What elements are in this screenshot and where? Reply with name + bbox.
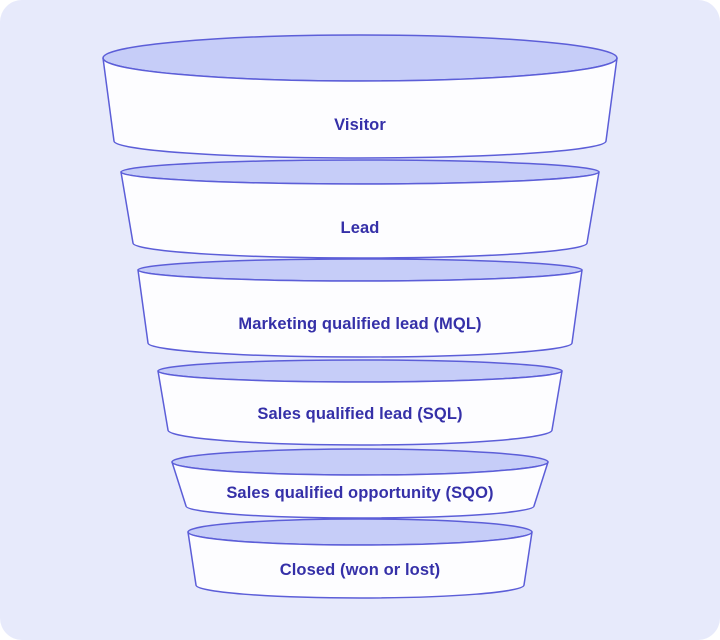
stage-label: Visitor bbox=[334, 116, 386, 134]
stage-label: Sales qualified opportunity (SQO) bbox=[226, 484, 493, 502]
stage-body bbox=[187, 531, 533, 599]
stage-label: Marketing qualified lead (MQL) bbox=[238, 315, 481, 333]
stage-label: Sales qualified lead (SQL) bbox=[257, 405, 462, 423]
funnel-stage-mql: Marketing qualified lead (MQL) bbox=[137, 258, 583, 358]
funnel-stage-visitor: Visitor bbox=[102, 34, 618, 159]
stage-body bbox=[120, 171, 600, 259]
funnel-stage-sqo: Sales qualified opportunity (SQO) bbox=[171, 448, 549, 519]
funnel-stage-closed: Closed (won or lost) bbox=[187, 518, 533, 599]
stage-label: Lead bbox=[341, 219, 380, 237]
funnel-stage-sql: Sales qualified lead (SQL) bbox=[157, 359, 563, 446]
stage-body bbox=[157, 370, 563, 446]
funnel-stage-lead: Lead bbox=[120, 159, 600, 259]
stage-body bbox=[171, 461, 549, 519]
stage-body bbox=[102, 57, 618, 159]
stage-body bbox=[137, 269, 583, 358]
stage-label: Closed (won or lost) bbox=[280, 561, 441, 579]
